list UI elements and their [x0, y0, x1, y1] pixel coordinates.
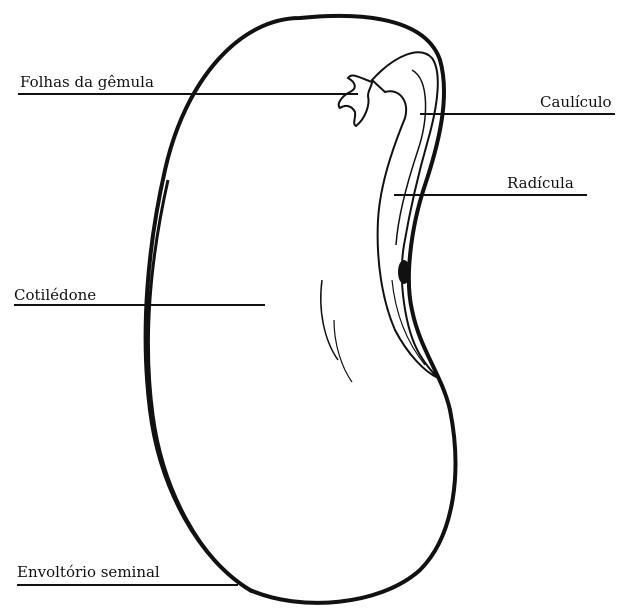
label-envoltorio-seminal: Envoltório seminal [17, 565, 160, 580]
hilum-mark [398, 260, 410, 284]
label-cotiledone: Cotilédone [14, 288, 96, 303]
label-folhas-da-gemula: Folhas da gêmula [20, 75, 154, 90]
label-radicula: Radícula [507, 176, 574, 191]
label-cauliculo: Caulículo [540, 95, 612, 110]
